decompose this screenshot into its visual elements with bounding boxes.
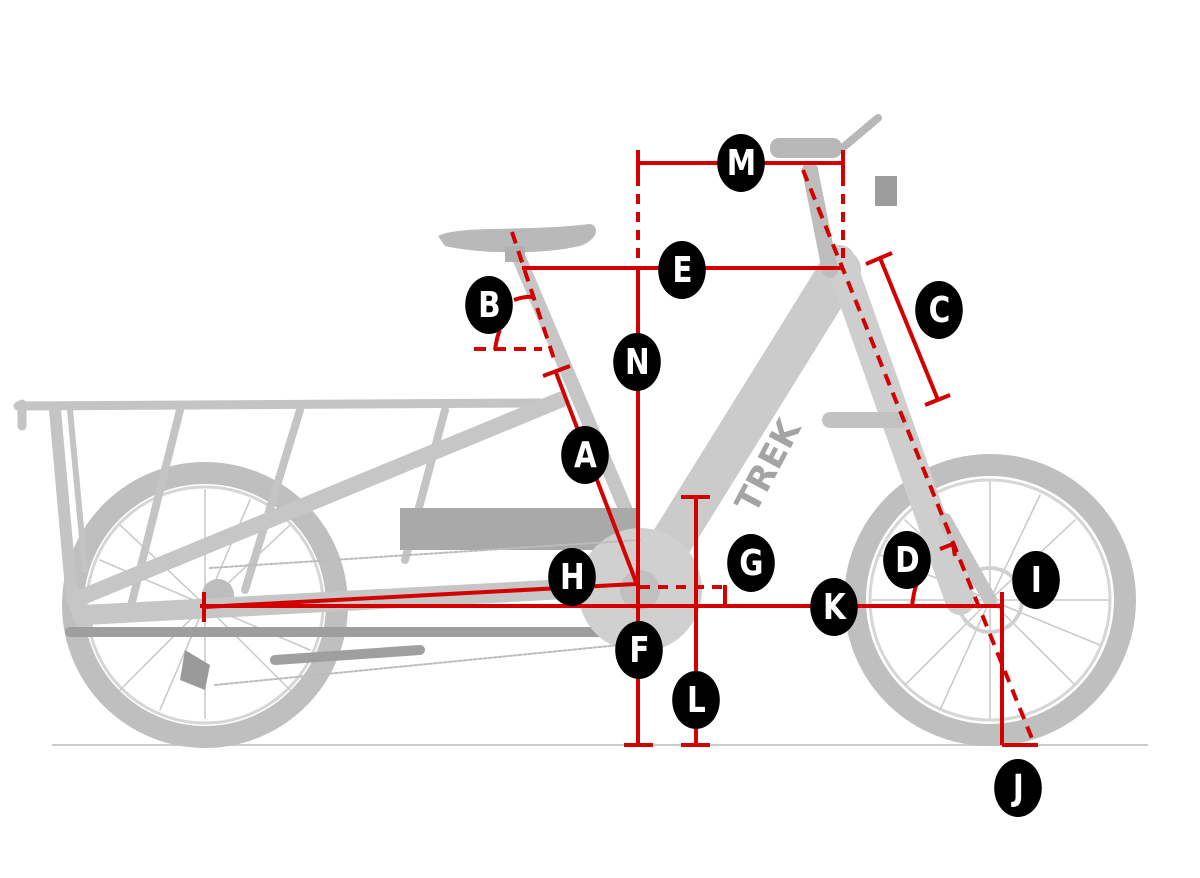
saddle: [438, 224, 596, 253]
label-b-badge: B: [465, 276, 513, 334]
label-f-badge: F: [615, 621, 663, 679]
label-i-badge: I: [1012, 551, 1060, 609]
label-k-badge: K: [810, 578, 858, 636]
label-a-badge: A: [561, 426, 609, 484]
label-e-badge: E: [658, 241, 706, 299]
label-h-badge: H: [548, 548, 596, 606]
label-d-badge: D: [883, 531, 931, 589]
label-g-badge: G: [727, 534, 775, 592]
bike-illustration: TREK: [13, 114, 1136, 748]
label-m-badge: M: [717, 134, 765, 192]
label-n-badge: N: [613, 333, 661, 391]
label-l-badge: L: [672, 671, 720, 729]
handlebar: [770, 114, 897, 206]
label-c-badge: C: [915, 281, 963, 339]
label-j-badge: J: [994, 759, 1042, 817]
